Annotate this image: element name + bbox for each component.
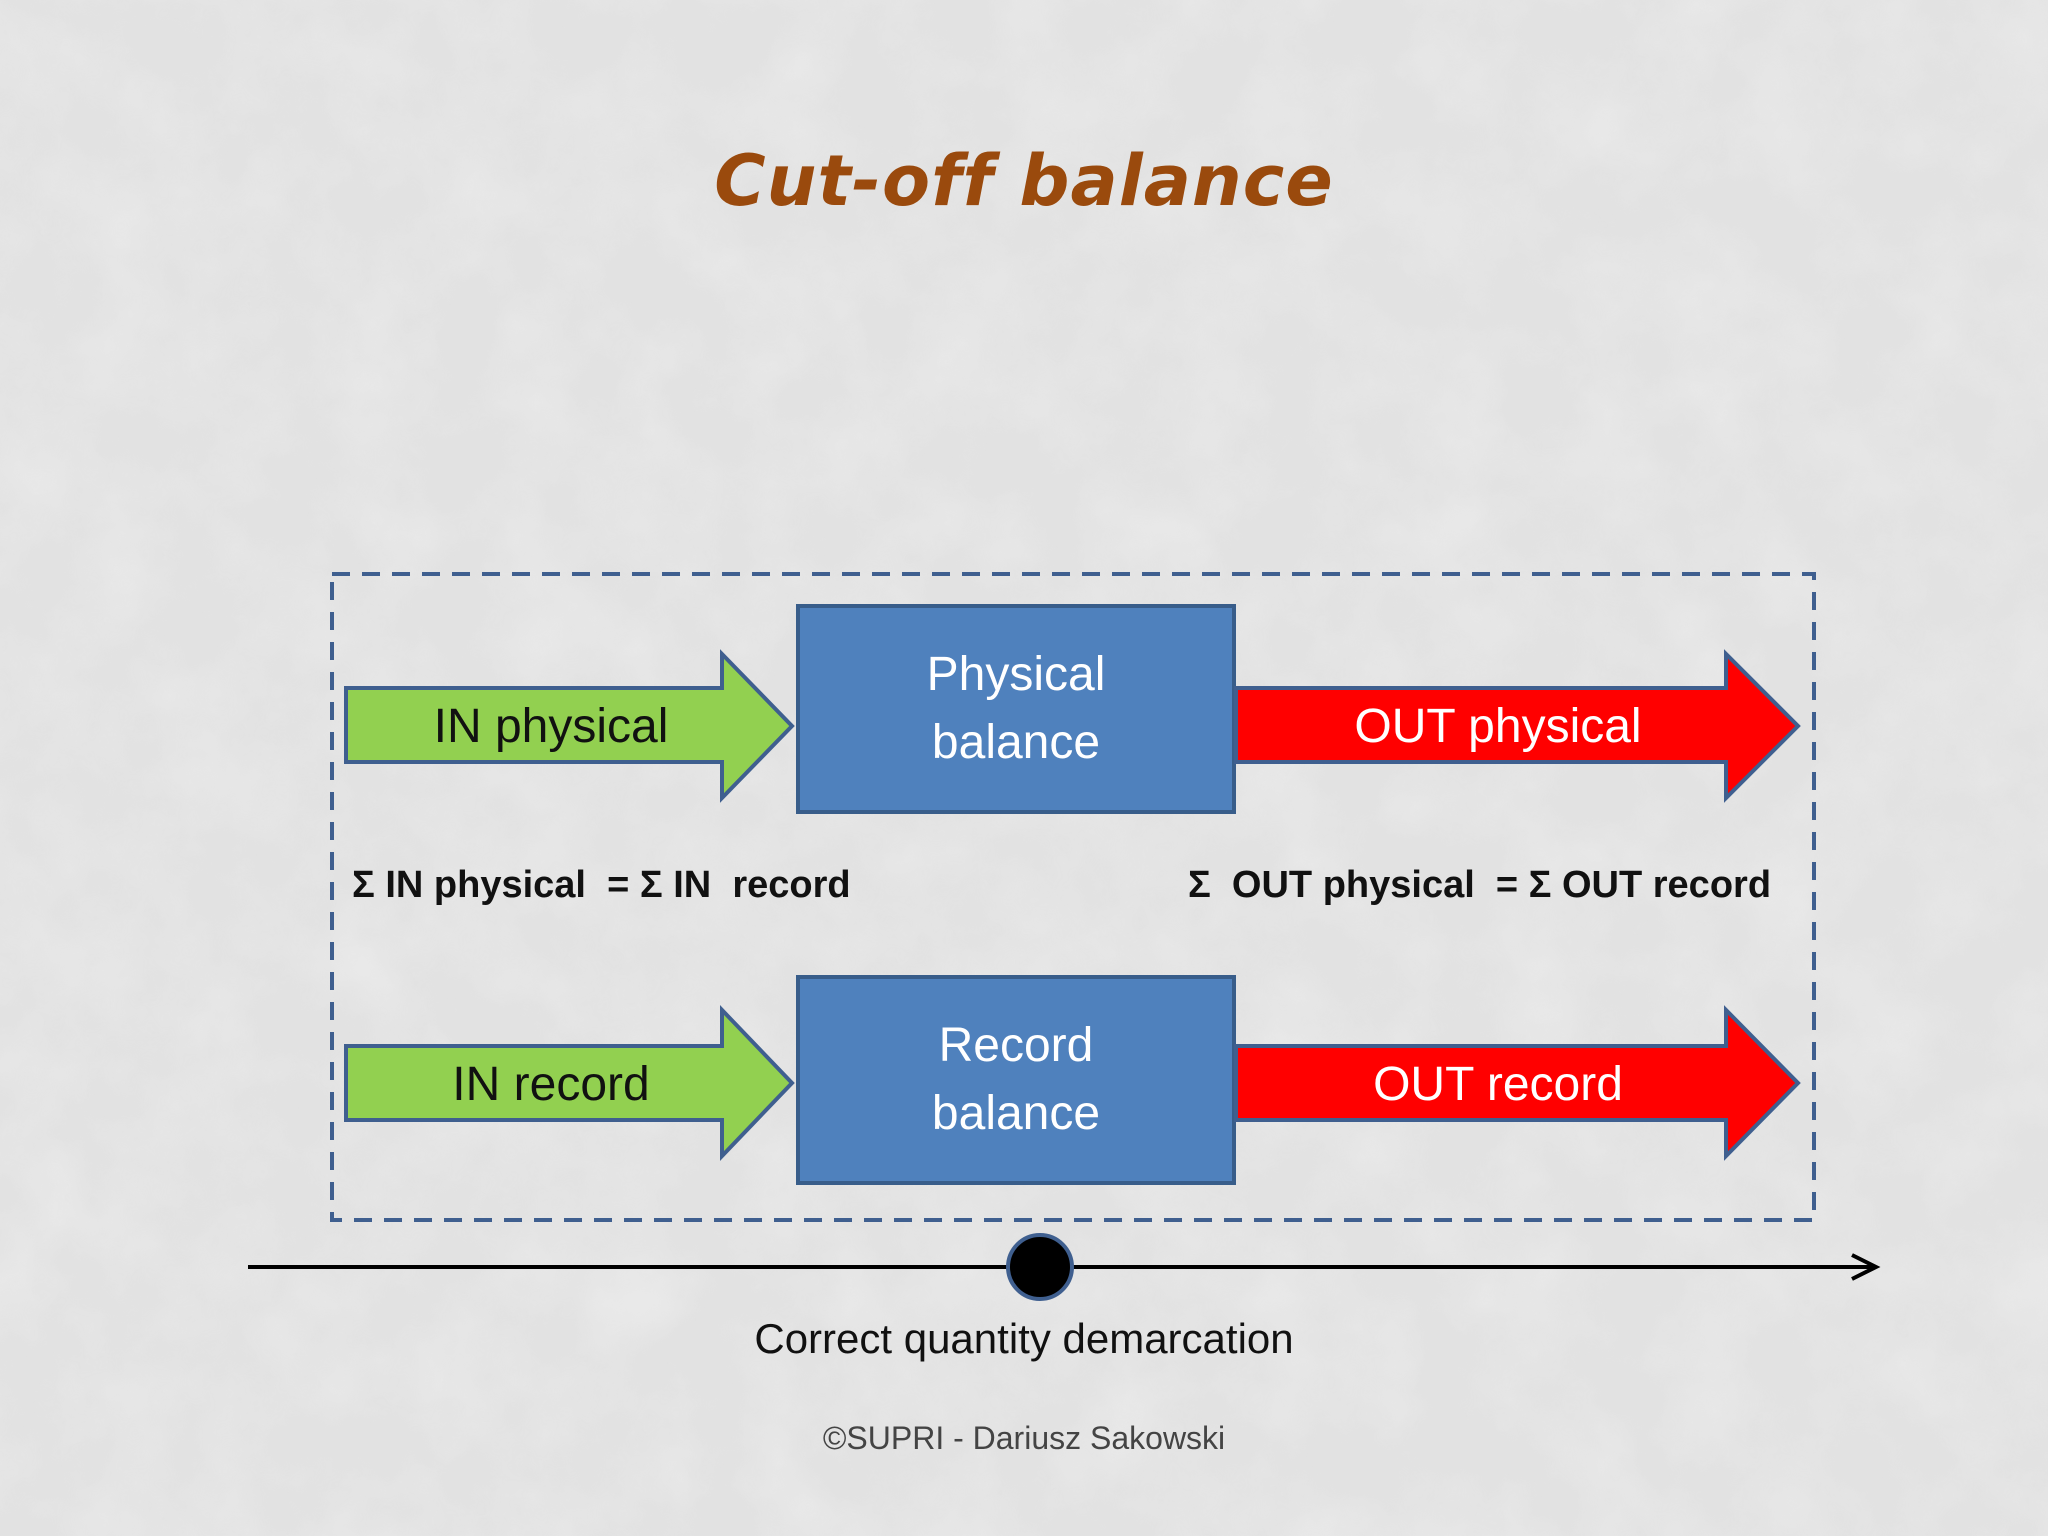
out-sum-equation: Σ OUT physical = Σ OUT record xyxy=(1188,864,1772,906)
in-physical-label: IN physical xyxy=(433,699,669,753)
physical-balance-label: Physical balance xyxy=(926,648,1106,769)
out-record-label: OUT record xyxy=(1373,1057,1623,1111)
out-physical-arrow xyxy=(1234,649,1801,803)
in-sum-equation: Σ IN physical = Σ IN record xyxy=(352,864,851,906)
slide-title: Cut-off balance xyxy=(714,140,1334,222)
physical-balance-box xyxy=(796,604,1236,814)
in-physical-arrow xyxy=(344,649,795,803)
out-record-arrow xyxy=(1234,1005,1801,1161)
timeline-arrowhead xyxy=(1851,1253,1881,1281)
in-record-arrow xyxy=(344,1005,795,1161)
balance-boundary xyxy=(330,572,1816,1222)
copyright-footer: ©SUPRI - Dariusz Sakowski xyxy=(822,1420,1226,1456)
record-balance-box xyxy=(796,975,1236,1185)
timeline-caption: Correct quantity demarcation xyxy=(754,1315,1294,1362)
in-record-label: IN record xyxy=(452,1057,650,1111)
record-balance-label: Record balance xyxy=(931,1019,1101,1140)
cutoff-point-marker xyxy=(1006,1233,1074,1301)
out-physical-label: OUT physical xyxy=(1354,699,1642,753)
